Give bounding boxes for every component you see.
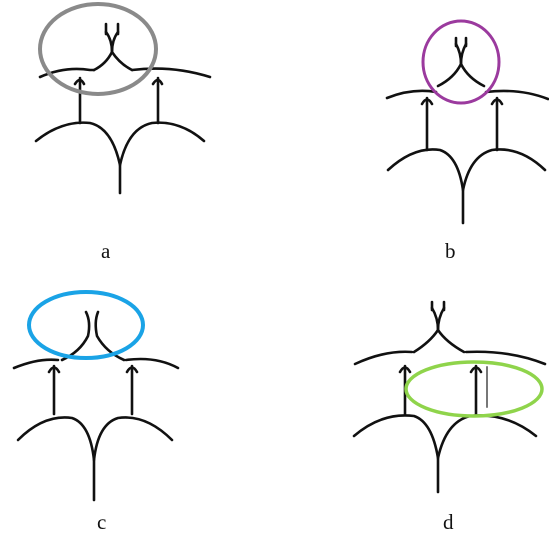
lower-right-curve	[436, 414, 538, 460]
lower-left-curve	[352, 414, 440, 494]
lower-right-curve	[118, 121, 206, 167]
top-branch-left	[436, 42, 463, 88]
panel-label-b: b	[445, 239, 456, 263]
highlight-ellipse	[27, 290, 145, 360]
panel-a-diagram	[34, 2, 212, 195]
upper-left-arc	[385, 89, 438, 100]
upper-right-arc	[484, 89, 549, 101]
top-branch-left	[412, 306, 440, 354]
cell-junction-lines	[34, 22, 212, 195]
right-notch	[469, 366, 483, 374]
upper-left-arc	[353, 350, 414, 366]
highlight-ellipse	[38, 2, 158, 96]
top-branch-right	[110, 30, 134, 72]
left-notch	[47, 366, 61, 374]
highlight-ellipse	[404, 360, 544, 418]
top-branch-left	[60, 310, 91, 362]
top-branch-right	[459, 42, 486, 88]
panel-d-diagram	[352, 300, 547, 494]
cell-junction-lines	[352, 300, 547, 494]
upper-right-arc	[124, 357, 180, 370]
panel-c-diagram	[12, 290, 180, 502]
left-notch	[420, 98, 434, 106]
upper-right-arc	[464, 350, 547, 366]
lower-left-curve	[386, 148, 465, 225]
top-branch-left	[92, 30, 114, 72]
right-notch	[490, 98, 504, 106]
upper-left-arc	[12, 358, 60, 370]
right-notch	[151, 78, 164, 86]
upper-left-arc	[38, 67, 96, 79]
cell-junction-lines	[385, 36, 549, 225]
cell-junction-lines	[12, 310, 180, 502]
upper-right-arc	[130, 67, 212, 79]
right-notch	[125, 366, 139, 374]
lower-left-curve	[34, 121, 122, 195]
panel-b-diagram	[385, 19, 549, 225]
panel-label-a: a	[101, 239, 111, 263]
left-notch	[73, 78, 86, 86]
panel-label-d: d	[443, 510, 454, 534]
left-notch	[398, 366, 412, 374]
lower-right-curve	[461, 148, 547, 192]
lower-right-curve	[92, 416, 174, 462]
lower-left-curve	[16, 416, 96, 502]
panel-label-c: c	[97, 510, 107, 534]
top-branch-right	[436, 306, 466, 354]
highlight-ellipse	[421, 19, 501, 105]
